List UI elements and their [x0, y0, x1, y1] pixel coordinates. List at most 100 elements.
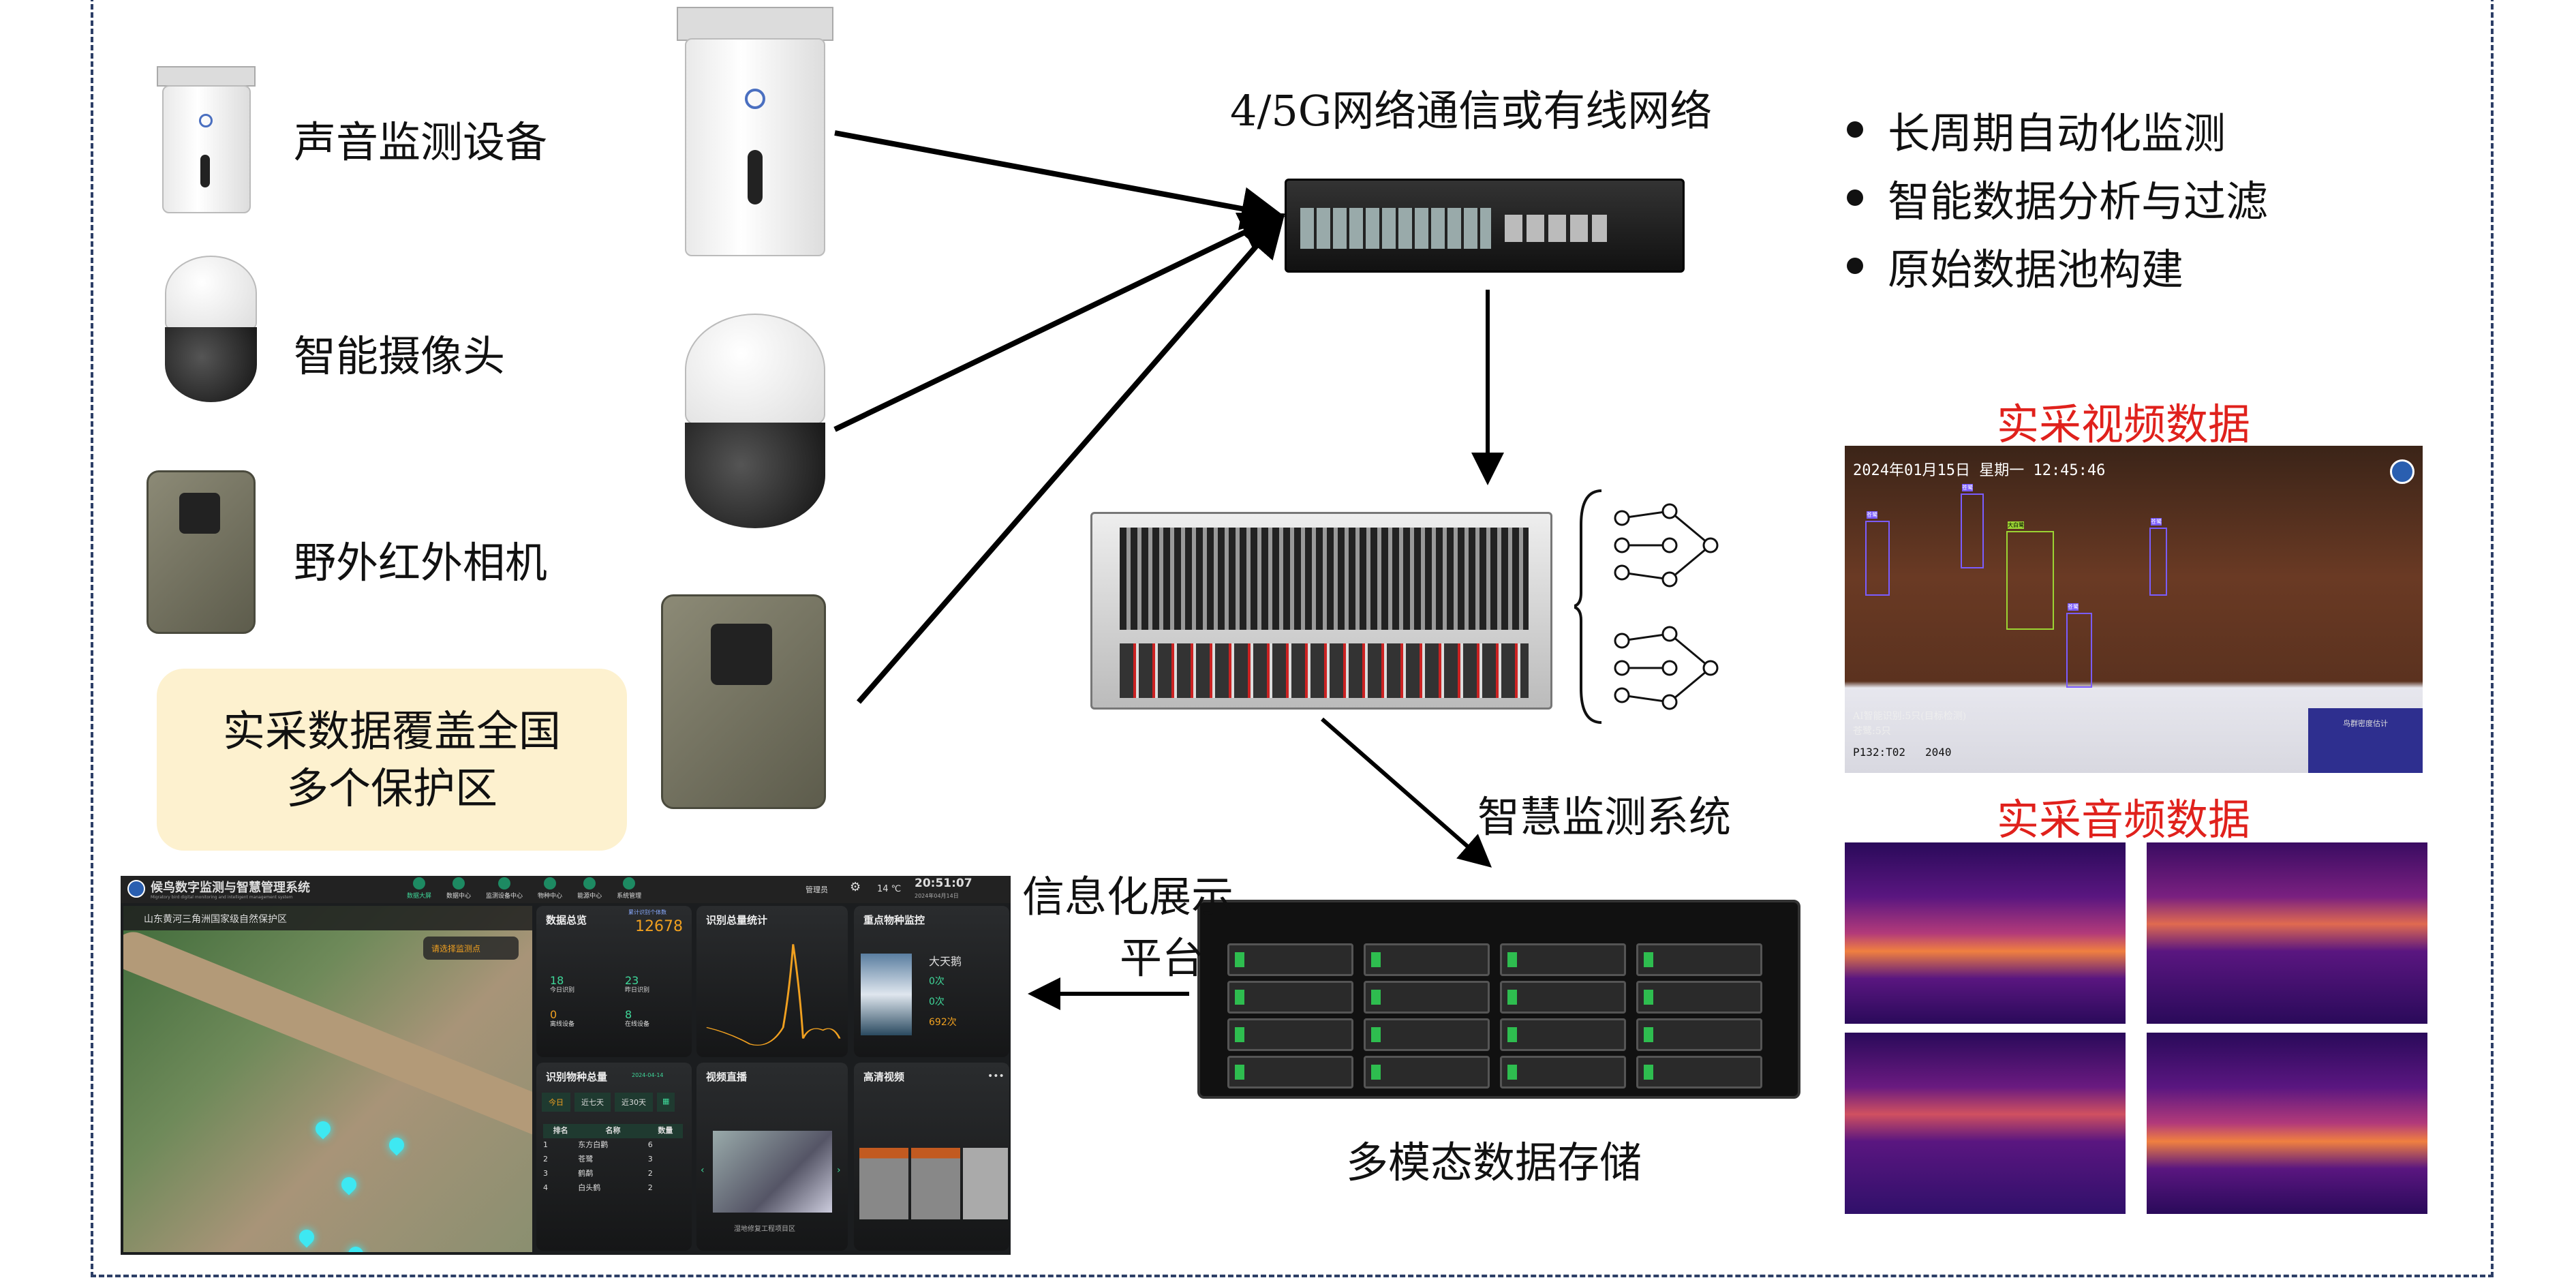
- dashed-frame: [91, 0, 2494, 1277]
- panel-title: 重点物种监控: [863, 914, 925, 926]
- smart-camera-label: 智能摄像头: [294, 331, 506, 381]
- tab-today[interactable]: 今日: [542, 1093, 570, 1112]
- stat-label: 今日识别: [550, 987, 575, 994]
- nav-item[interactable]: 物种中心: [538, 877, 562, 900]
- clock-time: 20:51:07: [915, 877, 972, 890]
- calendar-icon[interactable]: ▦: [657, 1093, 675, 1112]
- nav-label: 系统管理: [617, 893, 642, 900]
- user-name[interactable]: 管理员: [806, 885, 828, 894]
- species-count-text: 苍鹭:5只: [1853, 726, 1891, 737]
- species-stat: 0次: [929, 976, 945, 987]
- dashboard-nav: 数据大屏 数据中心 监测设备中心 物种中心 能源中心 系统管理: [407, 877, 641, 900]
- map-view[interactable]: 山东黄河三角洲国家级自然保护区 请选择监测点: [123, 906, 532, 1252]
- nav-item[interactable]: 数据中心: [446, 877, 471, 900]
- table-row: 2 苍鹭 3: [543, 1153, 683, 1167]
- video-timestamp: 2024年01月15日 星期一 12:45:46: [1853, 462, 2106, 479]
- map-pin-icon[interactable]: [345, 1243, 367, 1252]
- cell: 6: [647, 1140, 653, 1149]
- video-thumbnail[interactable]: [859, 1148, 908, 1219]
- col-header: 排名: [553, 1126, 568, 1135]
- cell: 3: [543, 1168, 548, 1178]
- clock-date: 2024年04月14日: [915, 893, 959, 899]
- nav-label: 数据中心: [446, 893, 472, 900]
- panel-title: 高清视频: [863, 1071, 905, 1083]
- panel-title: 识别物种总量: [546, 1071, 608, 1083]
- panel-date: 2024-04-14: [632, 1072, 664, 1078]
- logo-icon: [2390, 459, 2414, 484]
- monitor-point-select[interactable]: 请选择监测点: [423, 937, 519, 960]
- density-overlay: 鸟群密度估计: [2308, 708, 2423, 773]
- cell: 苍鹭: [578, 1154, 594, 1163]
- map-pin-icon[interactable]: [338, 1174, 360, 1196]
- sound-device-icon: [157, 66, 256, 215]
- detection-label: 苍鹭: [1867, 511, 1877, 519]
- species-stat: 0次: [929, 996, 945, 1007]
- display-label-line2: 平台: [1120, 933, 1205, 983]
- gear-icon[interactable]: ⚙: [850, 880, 861, 894]
- video-thumbnail[interactable]: [911, 1148, 960, 1219]
- nav-label: 能源中心: [577, 893, 602, 900]
- video-code: P132:T02 2040: [1853, 746, 1952, 759]
- nav-item[interactable]: 监测设备中心: [486, 877, 523, 900]
- dashboard-title: 候鸟数字监测与智慧管理系统: [151, 881, 310, 895]
- tab-7days[interactable]: 近七天: [574, 1093, 611, 1112]
- map-pin-icon[interactable]: [312, 1118, 334, 1140]
- feature-list: 长周期自动化监测 智能数据分析与过滤 原始数据池构建: [1847, 99, 2268, 296]
- detection-label: 大白鹭: [2008, 521, 2024, 529]
- cell: 东方白鹳: [578, 1140, 609, 1149]
- video-thumbnail[interactable]: [963, 1148, 1008, 1219]
- total-label: 累计识别个体数: [628, 909, 666, 915]
- stat-label: 昨日识别: [625, 987, 650, 994]
- temperature: 14 ℃: [877, 884, 902, 894]
- panel-title: 数据总览: [546, 914, 587, 926]
- stat-label: 在线设备: [625, 1021, 650, 1029]
- sound-device-label: 声音监测设备: [294, 117, 548, 167]
- spectrogram: [2147, 842, 2427, 1024]
- chevron-right-icon[interactable]: ›: [837, 1165, 841, 1176]
- live-video-thumbnail[interactable]: [713, 1131, 832, 1213]
- map-pin-icon[interactable]: [296, 1226, 318, 1248]
- video-frame: 2024年01月15日 星期一 12:45:46 苍鹭 苍鹭 大白鹭 苍鹭 苍鹭…: [1845, 446, 2423, 773]
- stat-value: 18: [550, 974, 564, 987]
- spectrogram: [1845, 1033, 2126, 1214]
- nav-label: 监测设备中心: [486, 893, 523, 900]
- storage-array-icon: [1197, 900, 1800, 1099]
- col-header: 数量: [658, 1126, 673, 1135]
- cell: 2: [647, 1168, 653, 1178]
- cell: 2: [543, 1154, 548, 1163]
- species-stat: 692次: [929, 1017, 957, 1028]
- nav-label: 物种中心: [538, 893, 563, 900]
- map-title: 山东黄河三角洲国家级自然保护区: [123, 906, 532, 930]
- live-video-panel: 视频直播 ‹ › 湿地修复工程项目区: [696, 1063, 848, 1251]
- nav-item[interactable]: 系统管理: [617, 877, 641, 900]
- cell: 1: [543, 1140, 548, 1149]
- system-label: 智慧监测系统: [1477, 792, 1732, 842]
- display-label-line1: 信息化展示: [1022, 872, 1234, 922]
- network-label: 4/5G网络通信或有线网络: [1230, 86, 1713, 136]
- trail-camera-icon: [661, 594, 826, 809]
- feature-text: 原始数据池构建: [1888, 245, 2184, 294]
- detection-label: 苍鹭: [1962, 484, 1973, 491]
- map-pin-icon[interactable]: [386, 1134, 408, 1156]
- stat-value: 0: [550, 1008, 557, 1021]
- cell: 3: [647, 1154, 653, 1163]
- server-icon: [1090, 512, 1552, 710]
- nav-item[interactable]: 数据大屏: [407, 877, 431, 900]
- spectrogram: [2147, 1033, 2427, 1214]
- smart-camera-icon: [685, 314, 825, 528]
- cell: 鹤鹬: [578, 1168, 594, 1178]
- cell: 2: [647, 1183, 653, 1192]
- nav-item[interactable]: 能源中心: [577, 877, 602, 900]
- range-tabs: 今日 近七天 近30天 ▦: [542, 1093, 675, 1112]
- neural-network-icon: [1574, 489, 1719, 724]
- hd-video-panel: 高清视频 •••: [854, 1063, 1009, 1251]
- spectrogram: [1845, 842, 2126, 1024]
- chevron-left-icon[interactable]: ‹: [701, 1165, 705, 1176]
- dashboard-header: 候鸟数字监测与智慧管理系统 Migratory bird digital mon…: [121, 876, 1011, 903]
- more-icon[interactable]: •••: [987, 1071, 1005, 1082]
- trail-camera-label: 野外红外相机: [294, 538, 548, 588]
- tab-30days[interactable]: 近30天: [615, 1093, 653, 1112]
